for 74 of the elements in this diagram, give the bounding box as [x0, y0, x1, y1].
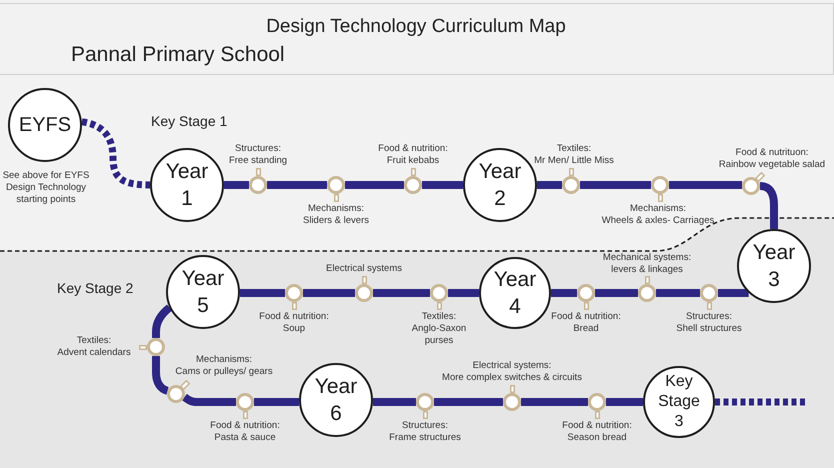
route-line [373, 289, 430, 297]
route-line [422, 181, 463, 189]
station-label: Food & nutrition: [259, 311, 329, 323]
route-line [580, 181, 651, 189]
station-label: Fruit kebabs [386, 155, 440, 167]
station-label: Sliders & levers [303, 215, 369, 227]
route-line [267, 181, 327, 189]
station-label: Electrical systems: [472, 360, 552, 372]
station-label: Advent calendars [57, 347, 131, 359]
section-heading: Key Stage 1 [151, 112, 228, 130]
route-line [551, 289, 577, 297]
circle-label: Year 6 [314, 374, 358, 427]
circle-label: Year 1 [164, 159, 210, 212]
station-label: Frame structures [389, 432, 461, 444]
route-line [303, 289, 355, 297]
station-label: Food & nutrition: [551, 311, 621, 323]
route-line [718, 289, 749, 297]
station-label: Mechanisms: [196, 354, 252, 366]
circle-label: Year 5 [180, 266, 226, 319]
station-label: Anglo-Saxon purses [410, 323, 468, 347]
station-label: levers & linkages [611, 264, 683, 276]
route-line [254, 398, 300, 406]
station-label: Electrical systems [326, 263, 402, 275]
route-line [152, 304, 172, 338]
station-label: Free standing [228, 155, 288, 167]
route-line [606, 398, 643, 406]
note-text: See above for EYFS Design Technology starting points [2, 170, 90, 206]
station-label: Mechanical systems: [602, 252, 692, 264]
station-label: Structures: [686, 311, 732, 323]
station-label: Food & nutrition: [378, 143, 448, 155]
station-label: More complex switches & circuits [442, 372, 582, 384]
route-line [240, 289, 285, 297]
route-line [345, 181, 404, 189]
dotted-route-line [715, 398, 805, 406]
route-line [224, 181, 249, 189]
station-label: Textiles: [556, 143, 592, 155]
station-label: Structures: [402, 420, 448, 432]
title: Design Technology Curriculum Map [266, 15, 566, 39]
route-line [372, 398, 416, 406]
station-label: Season bread [567, 432, 627, 444]
station-label: Shell structures [676, 323, 742, 335]
route-line [448, 289, 479, 297]
station-label: Food & nutrition: [210, 420, 280, 432]
route-line [656, 289, 700, 297]
station-label: Cams or pulleys/ gears [175, 366, 273, 378]
circle-label: Year 3 [752, 240, 796, 293]
station-label: Soup [282, 323, 306, 335]
station-label: Bread [573, 323, 599, 335]
station-label: Textiles: [422, 311, 456, 323]
station-label: Rainbow vegetable salad [718, 159, 826, 171]
station-label: Mechanisms: [308, 203, 364, 215]
station-label: Textiles: [76, 335, 112, 347]
route-line [521, 398, 588, 406]
circle-label: EYFS [18, 113, 72, 137]
circle-label: Year 2 [478, 159, 522, 212]
route-line [537, 181, 562, 189]
station-label: Structures: [235, 143, 281, 155]
circle-label: Key Stage 3 [657, 372, 701, 432]
circle-label: Year 4 [492, 267, 538, 320]
route-line [152, 356, 169, 395]
station-label: Food & nutrition: [562, 420, 632, 432]
route-line [669, 181, 742, 189]
route-line [760, 182, 778, 229]
station-label: Pasta & sauce [214, 432, 276, 444]
station-label: Wheels & axles- Carriages [602, 215, 714, 227]
route-line [595, 289, 638, 297]
key-stage-band [0, 214, 834, 468]
route-line [182, 394, 236, 406]
school-name: Pannal Primary School [71, 42, 285, 68]
section-heading: Key Stage 2 [57, 279, 134, 297]
station-label: Food & nutrituon: [736, 147, 808, 159]
route-line [434, 398, 503, 406]
station-label: Mr Men/ Little Miss [534, 155, 614, 167]
station-label: Mechanisms: [630, 203, 686, 215]
